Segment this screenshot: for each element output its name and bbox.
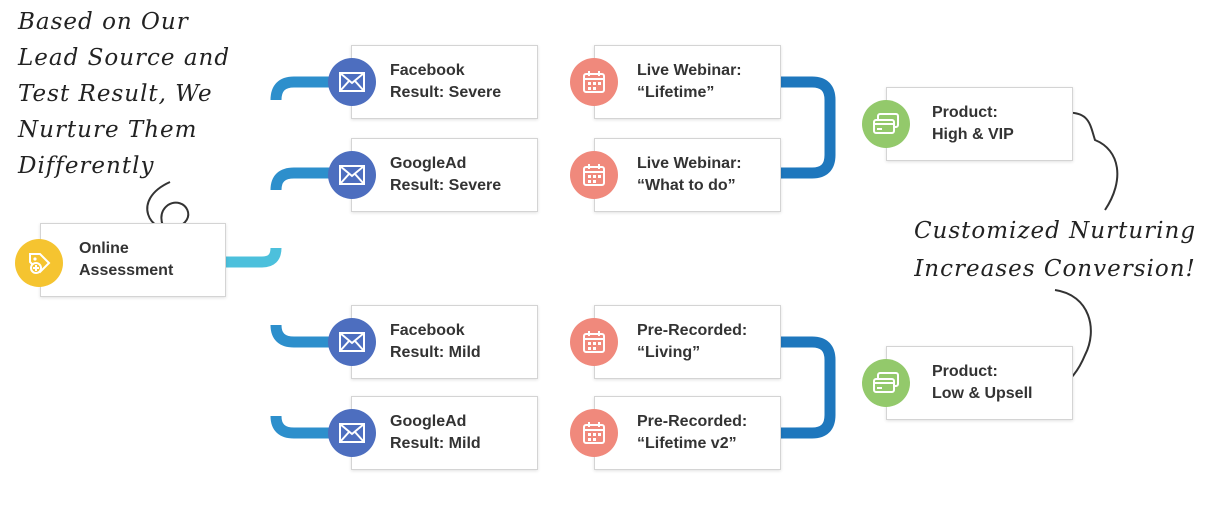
node-pre-recorded-living: Pre-Recorded: “Living”: [594, 305, 781, 379]
node-line-2: Assessment: [79, 262, 174, 279]
annotation-line: Increases Conversion!: [914, 256, 1196, 282]
node-googlead-severe: GoogleAd Result: Severe: [351, 138, 538, 212]
node-line-1: Product:: [932, 104, 998, 121]
calendar-icon: [570, 409, 618, 457]
calendar-icon: [570, 151, 618, 199]
node-line-2: High & VIP: [932, 126, 1014, 143]
node-product-high-vip: Product: High & VIP: [886, 87, 1073, 161]
envelope-icon: [328, 151, 376, 199]
annotation-line: Nurture Them: [18, 117, 198, 143]
node-line-1: Pre-Recorded:: [637, 322, 748, 339]
connector-to-product-high-a: [780, 76, 836, 179]
calendar-icon: [570, 58, 618, 106]
node-live-webinar-lifetime: Live Webinar: “Lifetime”: [594, 45, 781, 119]
envelope-icon: [328, 318, 376, 366]
left-annotation: Based on Our Lead Source and Test Result…: [18, 4, 230, 184]
node-line-1: Product:: [932, 363, 998, 380]
node-line-2: Result: Severe: [390, 84, 502, 101]
connector-to-product-low-a: [780, 336, 836, 439]
connector-to-fb-mild: [270, 324, 330, 348]
credit-cards-icon: [862, 100, 910, 148]
node-line-2: “Lifetime”: [637, 84, 715, 101]
envelope-icon: [328, 58, 376, 106]
right-annotation: Customized Nurturing Increases Conversio…: [905, 212, 1205, 288]
node-line-1: GoogleAd: [390, 413, 467, 430]
connector-to-ga-severe: [270, 167, 330, 191]
right-annotation-arrow-up: [1061, 111, 1119, 211]
connector-to-ga-mild: [270, 415, 330, 439]
annotation-line: Based on Our: [18, 9, 189, 35]
connector-fork: [261, 247, 282, 268]
node-line-1: Live Webinar:: [637, 155, 742, 172]
node-line-2: Result: Severe: [390, 177, 502, 194]
node-line-1: Facebook: [390, 322, 465, 339]
node-line-2: Result: Mild: [390, 435, 481, 452]
node-pre-recorded-lifetime-v2: Pre-Recorded: “Lifetime v2”: [594, 396, 781, 470]
calendar-icon: [570, 318, 618, 366]
node-facebook-severe: Facebook Result: Severe: [351, 45, 538, 119]
annotation-line: Customized Nurturing: [913, 218, 1197, 244]
node-line-2: “Lifetime v2”: [637, 435, 737, 452]
node-line-1: Live Webinar:: [637, 62, 742, 79]
node-facebook-mild: Facebook Result: Mild: [351, 305, 538, 379]
node-product-low-upsell: Product: Low & Upsell: [886, 346, 1073, 420]
node-line-2: Low & Upsell: [932, 385, 1033, 402]
node-line-1: Online: [79, 240, 129, 257]
node-line-1: Pre-Recorded:: [637, 413, 748, 430]
node-line-2: “Living”: [637, 344, 701, 361]
envelope-icon: [328, 409, 376, 457]
node-googlead-mild: GoogleAd Result: Mild: [351, 396, 538, 470]
tag-plus-icon: [15, 239, 63, 287]
node-live-webinar-what-to-do: Live Webinar: “What to do”: [594, 138, 781, 212]
node-line-1: GoogleAd: [390, 155, 467, 172]
node-line-2: “What to do”: [637, 177, 736, 194]
annotation-line: Lead Source and: [18, 45, 231, 71]
node-line-2: Result: Mild: [390, 344, 481, 361]
annotation-line: Test Result, We: [18, 81, 213, 107]
node-online-assessment: Online Assessment: [40, 223, 226, 297]
credit-cards-icon: [862, 359, 910, 407]
connector-to-fb-severe: [270, 76, 330, 101]
node-line-1: Facebook: [390, 62, 465, 79]
annotation-line: Differently: [18, 153, 155, 179]
